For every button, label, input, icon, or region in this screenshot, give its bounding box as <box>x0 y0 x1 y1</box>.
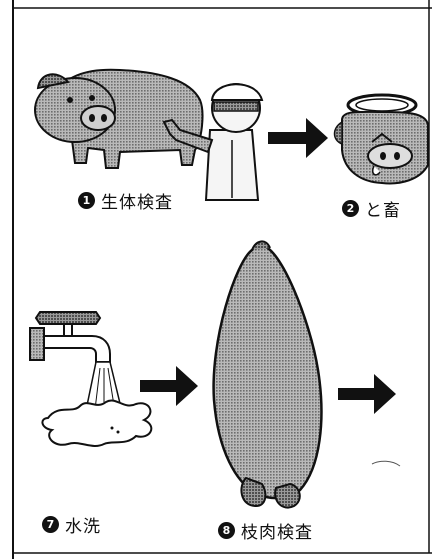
arrow-right-icon <box>338 374 396 414</box>
step-2-label: 2 と畜 <box>342 196 401 221</box>
step-8-number: 8 <box>218 522 235 539</box>
step-1-number: 1 <box>78 192 95 209</box>
step-8-text: 枝肉検査 <box>241 523 313 543</box>
step-2-text: と畜 <box>365 201 401 221</box>
step-7-label: 7 水洗 <box>42 512 101 537</box>
step-7-text: 水洗 <box>65 517 101 537</box>
step-2-number: 2 <box>342 200 359 217</box>
pig-icon <box>34 68 204 169</box>
step-1-label: 1 生体検査 <box>78 188 173 213</box>
slaughtered-pig-icon <box>333 93 429 185</box>
arrow-right-icon <box>140 366 198 406</box>
decorative-scribble <box>371 460 401 467</box>
arrow-right-icon <box>268 118 328 158</box>
step-8-label: 8 枝肉検査 <box>218 518 313 543</box>
step-1-text: 生体検査 <box>101 193 173 213</box>
water-faucet-icon <box>29 311 153 447</box>
step-7-number: 7 <box>42 516 59 533</box>
inspector-icon <box>162 83 264 201</box>
carcass-icon <box>212 240 323 509</box>
